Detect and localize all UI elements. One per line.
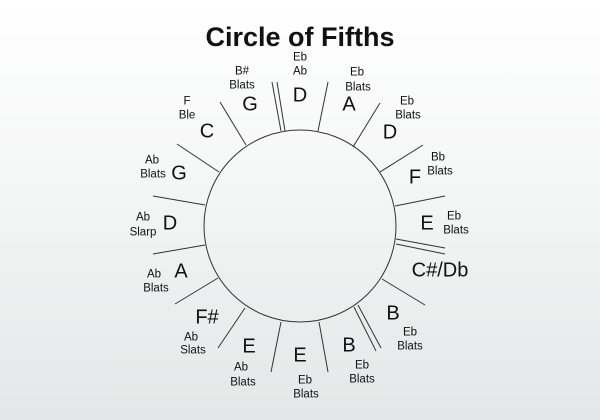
label: Ab [183,331,199,344]
label: Blats [395,109,421,122]
key-label: C [199,120,215,143]
label: Eb [349,66,365,79]
label: Ab [233,361,249,374]
label: Eb [354,359,370,372]
key-label: E [293,344,307,367]
label: Ab [292,65,308,78]
label: Eb [399,95,415,108]
divider-line [176,143,220,173]
key-label: E [242,335,256,358]
divider-line [152,244,206,255]
label: B# [234,65,250,78]
key-label: G [242,93,258,116]
label: Blats [140,168,166,181]
label: Eb [402,326,418,339]
divider-line [317,81,329,132]
divider-line [353,306,377,352]
key-label: F# [195,306,219,329]
divider-line [357,304,382,349]
label: Blats [349,373,375,386]
key-label: F [408,166,422,189]
key-label: A [174,260,188,283]
diagram-title: Circle of Fifths [205,22,395,52]
divider-line [318,321,329,373]
label: Blats [443,224,469,237]
label: Blats [229,79,255,92]
divider-line [394,195,446,207]
key-label: D [162,212,178,235]
label: Slarp [129,226,157,239]
divider-line [152,195,206,206]
divider-line [174,277,219,305]
key-label: D [382,121,398,144]
key-label: D [292,84,308,107]
label: Slats [180,344,206,357]
label: Ab [146,268,162,281]
key-label: E [420,212,434,235]
label: Blats [230,376,256,389]
label: Blats [293,388,319,401]
key-label: G [171,162,187,185]
label: Blats [397,340,423,353]
label: Eb [292,51,308,64]
divider-line [271,81,282,132]
circle [203,129,397,323]
divider-line [352,102,381,148]
label: Eb [297,374,313,387]
divider-line [379,144,424,173]
label: Ab [135,211,151,224]
label: Bb [430,151,446,164]
divider-line [395,238,446,249]
divider-line [270,321,282,373]
key-label: B [386,302,400,325]
divider-line [219,101,247,146]
key-label: B [342,334,356,357]
label: F [183,95,191,108]
key-label: C#/Db [411,259,469,282]
divider-line [381,278,426,306]
divider-line [395,243,446,255]
label: Ab [144,154,160,167]
label: Ble [178,109,196,122]
divider-line [217,307,246,349]
label: Blats [427,165,453,178]
label: Blats [345,81,371,94]
label: Eb [446,210,462,223]
divider-line [276,81,286,132]
label: Blats [143,282,169,295]
key-label: A [342,93,356,116]
